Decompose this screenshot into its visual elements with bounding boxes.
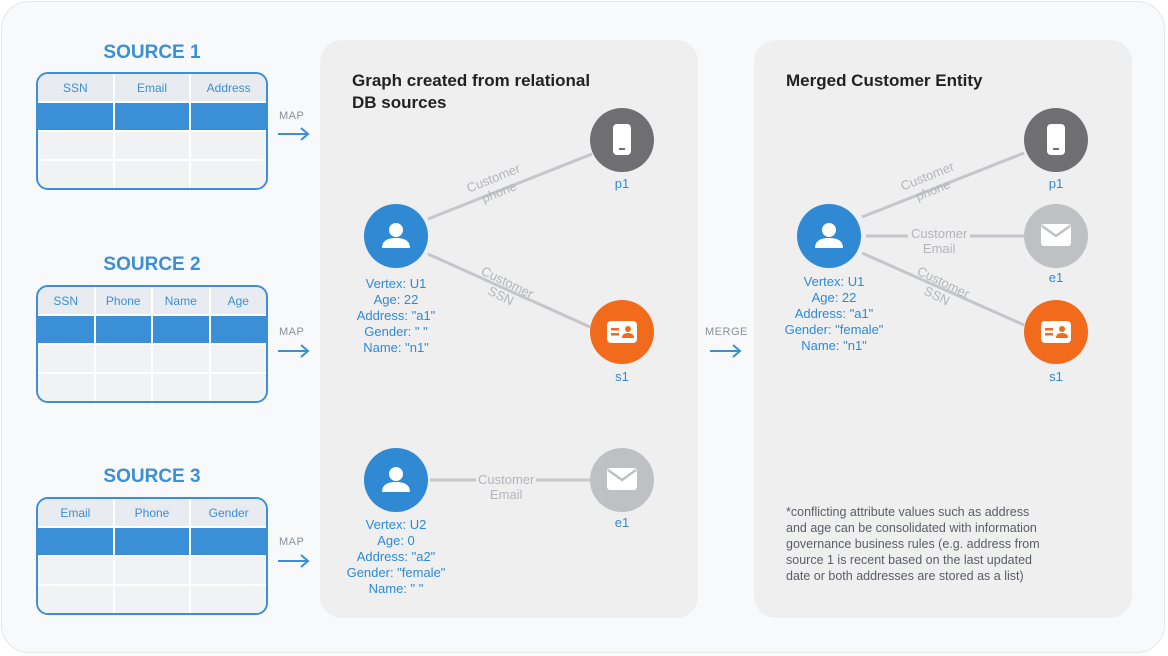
arrow-right-icon — [710, 344, 742, 358]
attr-line: Gender: "female" — [346, 565, 446, 580]
attr-line: Gender: "female" — [784, 322, 884, 337]
arrow-right-icon — [278, 344, 310, 358]
user-icon — [382, 467, 410, 492]
vertex-u1-attributes: Vertex: U1 Age: 22 Address: "a1" Gender:… — [316, 276, 476, 356]
merged-vertex-s1[interactable] — [1024, 300, 1088, 364]
column-header: Gender — [191, 499, 266, 528]
merged-vertex-e1[interactable] — [1024, 204, 1088, 268]
vertex-u2-attributes: Vertex: U2 Age: 0 Address: "a2" Gender: … — [316, 517, 476, 597]
merged-vertex-u1-attributes: Vertex: U1 Age: 22 Address: "a1" Gender:… — [754, 274, 914, 354]
arrow-right-icon — [278, 127, 310, 141]
column-header: Age — [210, 287, 266, 316]
column-header: Email — [114, 74, 192, 103]
attr-line: Name: "n1" — [363, 340, 429, 355]
attr-line: Age: 0 — [377, 533, 415, 548]
column-header: Phone — [95, 287, 153, 316]
arrow-right-icon — [278, 554, 310, 568]
edge-customer-phone — [861, 151, 1025, 219]
edge-customer-phone — [427, 152, 593, 221]
vertex-p1[interactable] — [590, 108, 654, 172]
attr-line: Address: "a1" — [794, 306, 874, 321]
edge-label-email: Customer Email — [908, 226, 971, 256]
map-label: MAP — [279, 110, 305, 122]
column-header: SSN — [38, 74, 115, 103]
source-1-title: SOURCE 1 — [103, 42, 201, 63]
attr-line: Gender: " " — [364, 324, 428, 339]
merged-vertex-u1[interactable] — [797, 204, 861, 268]
attr-line: Age: 22 — [811, 290, 857, 305]
vertex-p1-label: p1 — [614, 176, 630, 191]
merged-panel-title: Merged Customer Entity — [786, 71, 983, 90]
id-card-icon — [607, 321, 637, 343]
note-line: governance business rules (e.g. address … — [786, 537, 1040, 551]
attr-line: Name: "n1" — [801, 338, 867, 353]
graph-panel-title: Graph created from relational DB sources — [352, 70, 590, 114]
vertex-e1[interactable] — [590, 448, 654, 512]
map-label: MAP — [279, 326, 305, 338]
column-header: Email — [38, 499, 115, 528]
source-2-title: SOURCE 2 — [103, 254, 201, 275]
id-card-icon — [1041, 321, 1071, 343]
merged-vertex-s1-label: s1 — [1049, 369, 1063, 384]
attr-line: Vertex: U1 — [365, 276, 427, 291]
envelope-icon — [607, 468, 637, 490]
vertex-e1-label: e1 — [614, 515, 630, 530]
merged-vertex-e1-label: e1 — [1048, 270, 1064, 285]
conflict-note: *conflicting attribute values such as ad… — [786, 504, 1106, 584]
attr-line: Age: 22 — [373, 292, 419, 307]
column-header: Name — [153, 287, 211, 316]
vertex-s1-label: s1 — [615, 369, 629, 384]
source-3-table: Email Phone Gender — [36, 497, 268, 615]
user-icon — [815, 223, 843, 248]
attr-line: Vertex: U2 — [365, 517, 427, 532]
vertex-u2[interactable] — [364, 448, 428, 512]
edge-label-line: Email — [489, 487, 523, 502]
vertex-u1[interactable] — [364, 204, 428, 268]
edge-label-line: Customer — [478, 472, 535, 487]
source-3-title: SOURCE 3 — [103, 466, 201, 487]
title-line: DB sources — [352, 93, 447, 112]
envelope-icon — [1041, 224, 1071, 246]
edge-customer-ssn — [427, 252, 591, 329]
attr-line: Address: "a1" — [356, 308, 436, 323]
note-line: date or both addresses are stored as a l… — [786, 569, 1024, 583]
source-1-table: SSN Email Address — [36, 72, 268, 190]
column-header: SSN — [38, 287, 96, 316]
edge-customer-ssn — [861, 251, 1025, 327]
source-2-table: SSN Phone Name Age — [36, 285, 268, 403]
vertex-s1[interactable] — [590, 300, 654, 364]
note-line: source 1 is recent based on the last upd… — [786, 553, 1032, 567]
edge-label-email: Customer Email — [476, 472, 537, 502]
edge-label-line: Customer — [911, 226, 968, 241]
note-line: and age can be consolidated with informa… — [786, 521, 1037, 535]
note-line: *conflicting attribute values such as ad… — [786, 505, 1030, 519]
map-label: MAP — [279, 536, 305, 548]
column-header: Phone — [114, 499, 192, 528]
user-icon — [382, 223, 410, 248]
title-line: Graph created from relational — [352, 71, 591, 90]
phone-icon — [613, 124, 631, 155]
column-header: Address — [191, 74, 266, 103]
merge-label: MERGE — [705, 326, 748, 338]
attr-line: Address: "a2" — [356, 549, 436, 564]
merged-vertex-p1[interactable] — [1024, 108, 1088, 172]
edge-label-line: Email — [922, 241, 956, 256]
attr-line: Vertex: U1 — [803, 274, 865, 289]
phone-icon — [1047, 124, 1065, 155]
attr-line: Name: " " — [368, 581, 424, 596]
merged-vertex-p1-label: p1 — [1048, 176, 1064, 191]
